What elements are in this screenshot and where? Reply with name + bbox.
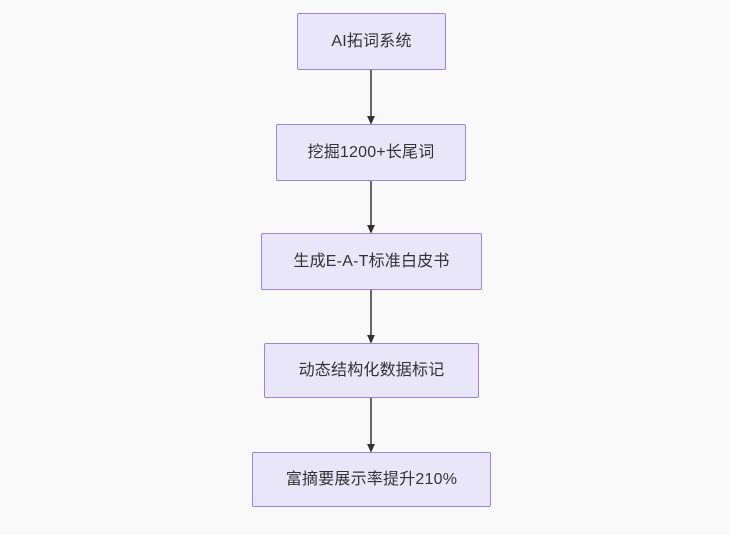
- flowchart-node-label: 富摘要展示率提升210%: [285, 470, 458, 488]
- flowchart-node-label: 生成E-A-T标准白皮书: [293, 252, 450, 270]
- flowchart-node-generate-eat-whitepaper[interactable]: 生成E-A-T标准白皮书: [261, 233, 482, 290]
- flowchart-node-label: 挖掘1200+长尾词: [307, 143, 435, 161]
- flowchart-node-mine-longtail-keywords[interactable]: 挖掘1200+长尾词: [276, 124, 466, 181]
- flowchart-node-label: AI拓词系统: [331, 32, 412, 50]
- flowchart-node-rich-snippet-impression-lift[interactable]: 富摘要展示率提升210%: [252, 452, 491, 507]
- flowchart-node-ai-keyword-system[interactable]: AI拓词系统: [297, 13, 446, 70]
- flowchart-node-label: 动态结构化数据标记: [298, 361, 445, 379]
- flowchart-node-dynamic-structured-data-markup[interactable]: 动态结构化数据标记: [264, 343, 479, 398]
